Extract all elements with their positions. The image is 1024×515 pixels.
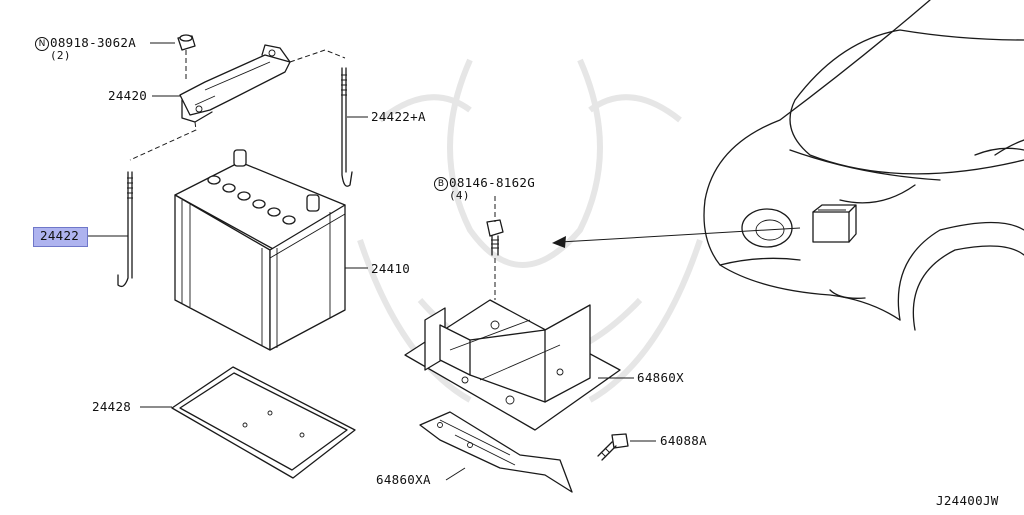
callout-24410[interactable]: 24410 [371,261,411,276]
bracket-part [404,299,621,431]
battery-part [174,149,346,351]
callout-24420[interactable]: 24420 [108,88,148,103]
bolt-b-part [597,433,629,461]
car-outline [703,0,1024,331]
callout-64088A[interactable]: 64088A [660,433,707,448]
callout-64860X[interactable]: 64860X [637,370,684,385]
callout-24422-a[interactable]: 24422+A [371,109,426,124]
arrow-head [552,236,566,248]
bracket-a-part [419,411,573,493]
nut-part [177,34,196,51]
n-symbol-icon: N [35,37,49,51]
rod-part [117,171,133,288]
highlight-box [33,227,88,247]
tray-part [171,366,356,479]
callout-24422[interactable]: 24422 [40,228,80,243]
hold-frame-part [179,44,291,123]
rod-a-part [341,67,353,187]
callout-bolt-qty: (4) [449,189,470,202]
location-arrow [559,227,801,243]
callout-64860XA[interactable]: 64860XA [376,472,431,487]
bolt-part [486,219,504,256]
callout-08146-8162G[interactable]: 08146-8162G [449,175,536,190]
callout-nut-qty: (2) [50,49,71,62]
callout-24428[interactable]: 24428 [92,399,132,414]
drawing-code: J24400JW [936,493,999,508]
b-symbol-icon: B [434,177,448,191]
callout-08918-3062A[interactable]: 08918-3062A [50,35,137,50]
